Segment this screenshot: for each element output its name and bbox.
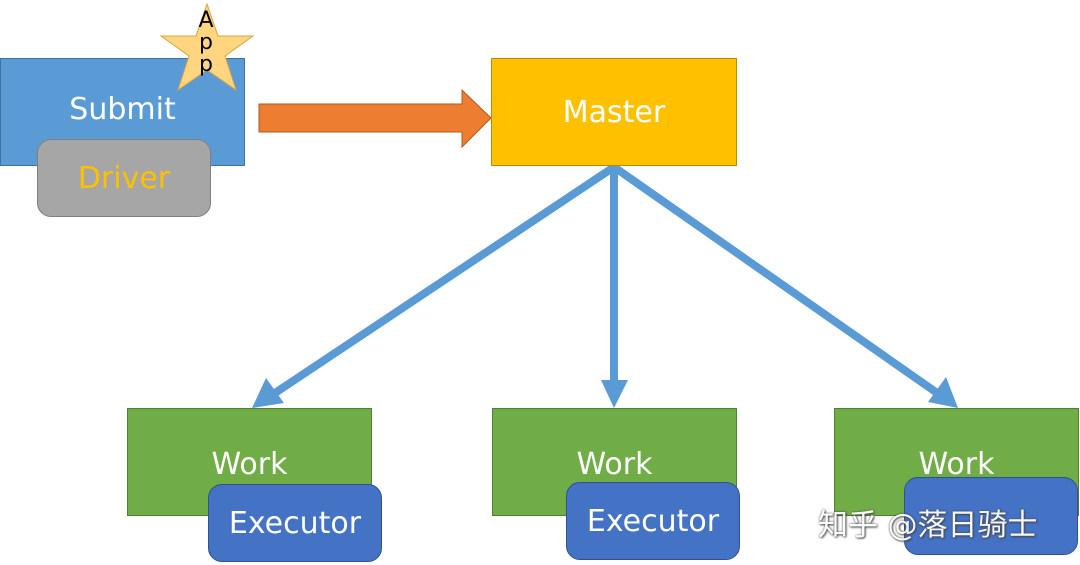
app-star-letter-1: A [198,8,214,33]
master-to-worker-1-link [268,163,618,399]
worker-2-arrowhead [601,380,628,408]
worker-3-arrowhead [928,377,958,408]
submit-label: Submit [69,92,176,127]
executor-box-2: Executor [566,482,740,560]
master-box: Master [491,58,737,166]
app-star-icon [159,2,255,92]
driver-label: Driver [77,160,171,196]
submit-to-master-arrow [258,88,492,149]
worker-label: Work [211,447,288,482]
app-star-label: A p p [196,10,216,76]
worker-label: Work [576,447,653,482]
executor-label: Executor [586,503,720,539]
driver-box: Driver [37,139,211,217]
master-to-worker-3-link [610,163,944,399]
executor-label: Executor [228,505,362,541]
master-label: Master [562,94,666,130]
executor-box-1: Executor [208,484,382,562]
app-star-letter-2: p [199,30,213,55]
worker-label: Work [918,447,995,482]
executor-box-3 [904,477,1078,555]
watermark: 知乎 @落日骑士 [818,508,1038,543]
worker-1-arrowhead [252,378,284,408]
app-star-letter-3: p [199,52,213,77]
